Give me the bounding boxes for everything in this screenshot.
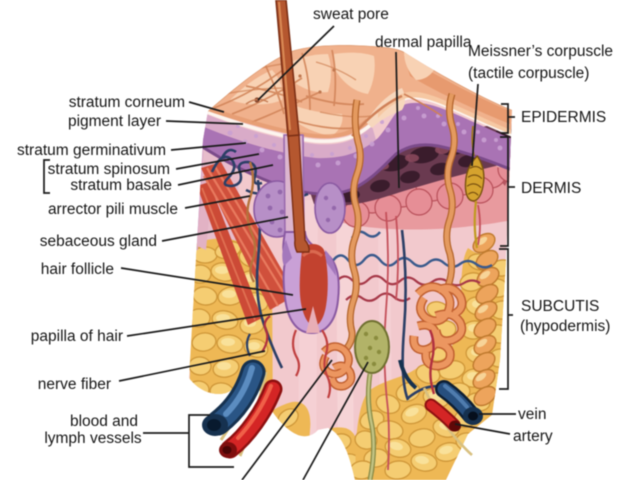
svg-text:stratum corneum: stratum corneum (69, 94, 185, 111)
svg-text:DERMIS: DERMIS (521, 180, 581, 197)
svg-text:sweat pore: sweat pore (313, 6, 389, 23)
svg-text:SUBCUTIS: SUBCUTIS (521, 298, 599, 315)
svg-text:artery: artery (513, 428, 553, 445)
svg-text:EPIDERMIS: EPIDERMIS (521, 109, 606, 126)
svg-text:sebaceous gland: sebaceous gland (40, 233, 157, 250)
svg-text:Meissner’s corpuscle: Meissner’s corpuscle (468, 43, 613, 60)
svg-text:papilla of hair: papilla of hair (31, 328, 123, 345)
svg-text:vein: vein (518, 406, 546, 423)
svg-text:stratum basale: stratum basale (70, 177, 172, 194)
svg-text:dermal papilla: dermal papilla (375, 34, 472, 51)
svg-text:pigment layer: pigment layer (68, 113, 161, 130)
svg-text:arrector pili muscle: arrector pili muscle (48, 201, 178, 218)
svg-text:(hypodermis): (hypodermis) (520, 318, 610, 335)
svg-text:blood and: blood and (70, 413, 138, 430)
svg-text:lymph vessels: lymph vessels (44, 430, 142, 447)
svg-text:(tactile corpuscle): (tactile corpuscle) (468, 65, 589, 82)
svg-text:stratum spinosum: stratum spinosum (48, 161, 170, 178)
svg-text:nerve fiber: nerve fiber (38, 376, 111, 393)
svg-text:stratum germinativum: stratum germinativum (17, 142, 166, 159)
svg-text:hair follicle: hair follicle (41, 261, 114, 278)
